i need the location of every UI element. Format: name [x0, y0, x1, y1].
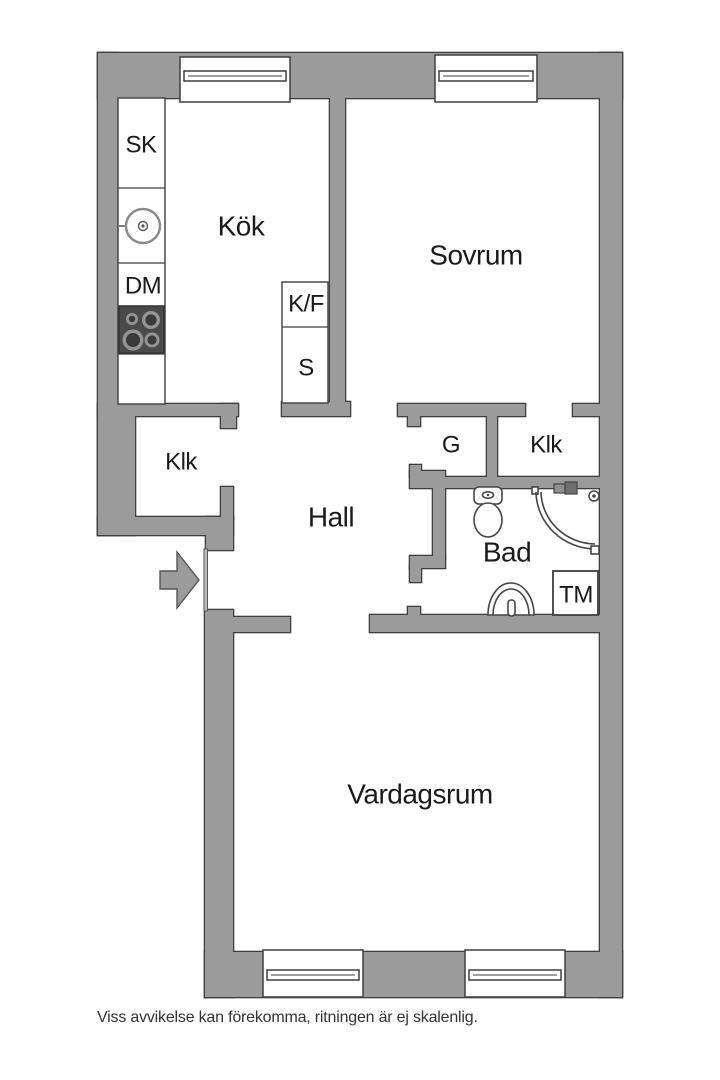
- fridge-freezer-cabinet: [281, 281, 329, 404]
- walls: [96, 51, 624, 999]
- closet-label-sk: SK: [125, 131, 157, 158]
- washbasin-icon: [487, 582, 535, 617]
- livingroom-window-left-icon: [262, 949, 364, 998]
- stove-icon: [118, 305, 165, 354]
- sink-icon: [119, 207, 162, 245]
- room-label-kok: Kök: [218, 210, 266, 241]
- room-label-hall: Hall: [308, 501, 354, 532]
- room-label-bad: Bad: [483, 536, 531, 567]
- entrance-door: [203, 548, 208, 612]
- shower-icon: [531, 481, 600, 555]
- room-label-vardagsrum: Vardagsrum: [347, 778, 492, 809]
- cell-label-s: S: [298, 354, 314, 381]
- closet-label-g: G: [442, 431, 460, 458]
- livingroom-window-right-icon: [464, 949, 566, 998]
- entrance-arrow-icon: [159, 549, 200, 611]
- cell-label-tm: TM: [559, 581, 593, 608]
- bedroom-window-icon: [434, 54, 538, 103]
- kitchen-window-icon: [179, 56, 291, 103]
- disclaimer-caption: Viss avvikelse kan förekomma, ritningen …: [97, 1009, 478, 1026]
- toilet-icon: [473, 486, 503, 538]
- room-label-sovrum: Sovrum: [429, 239, 522, 270]
- room-label-klk-right: Klk: [530, 431, 563, 458]
- cell-label-kf: K/F: [288, 290, 324, 317]
- cell-label-dm: DM: [125, 272, 161, 299]
- washing-machine: [552, 570, 599, 616]
- room-label-klk-left: Klk: [165, 448, 198, 475]
